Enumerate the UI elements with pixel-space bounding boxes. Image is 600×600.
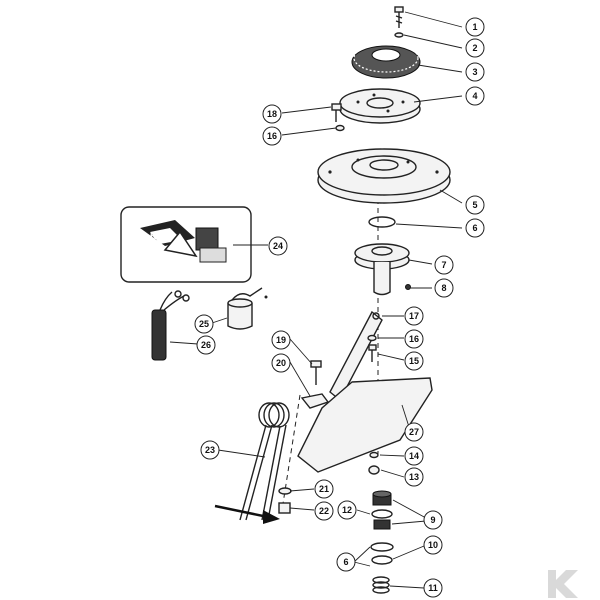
callout-12: 12 <box>337 500 357 520</box>
callout-25-label: 25 <box>199 319 209 329</box>
part-19-bolt <box>310 360 322 385</box>
callout-8: 8 <box>434 278 454 298</box>
part-18-bolt <box>331 103 342 122</box>
callout-17: 17 <box>404 306 424 326</box>
part-9-bearing-lower <box>373 519 391 530</box>
callout-18-label: 18 <box>267 109 277 119</box>
part-1-bolt <box>394 6 404 28</box>
callout-19-label: 19 <box>276 335 286 345</box>
part-10-seal <box>371 555 393 565</box>
callout-24: 24 <box>268 236 288 256</box>
part-8-pin <box>405 284 411 290</box>
callout-14: 14 <box>404 446 424 466</box>
part-16-washer-upper <box>335 124 345 132</box>
part-6-seal-lower <box>370 542 394 552</box>
callout-22-label: 22 <box>319 506 329 516</box>
part-11-spring <box>372 576 390 594</box>
callout-16-upper: 16 <box>262 126 282 146</box>
callout-11-label: 11 <box>428 583 438 593</box>
callout-6-lower-label: 6 <box>343 557 348 567</box>
callout-20-label: 20 <box>276 358 286 368</box>
direction-arrow <box>214 504 280 524</box>
callout-10-label: 10 <box>428 540 438 550</box>
callout-23: 23 <box>200 440 220 460</box>
callout-21-label: 21 <box>319 484 329 494</box>
part-4-flange <box>339 88 421 124</box>
callout-22: 22 <box>314 501 334 521</box>
callout-6-lower: 6 <box>336 552 356 572</box>
part-22-bushing <box>278 502 291 514</box>
part-7-hub <box>354 243 410 296</box>
callout-7: 7 <box>434 255 454 275</box>
callout-2-label: 2 <box>472 43 477 53</box>
callout-6: 6 <box>465 218 485 238</box>
callout-5: 5 <box>465 195 485 215</box>
callout-20: 20 <box>271 353 291 373</box>
callout-11: 11 <box>423 578 443 598</box>
leader-lines <box>169 11 463 589</box>
callout-16-lower: 16 <box>404 329 424 349</box>
callout-1: 1 <box>465 17 485 37</box>
callout-26-label: 26 <box>201 340 211 350</box>
callout-3: 3 <box>465 62 485 82</box>
brand-watermark-logo <box>548 570 578 598</box>
callout-12-label: 12 <box>342 505 352 515</box>
callout-2: 2 <box>465 38 485 58</box>
callout-23-label: 23 <box>205 445 215 455</box>
callout-8-label: 8 <box>441 283 446 293</box>
callout-10: 10 <box>423 535 443 555</box>
callout-6-label: 6 <box>472 223 477 233</box>
callout-17-label: 17 <box>409 311 419 321</box>
callout-19: 19 <box>271 330 291 350</box>
callout-14-label: 14 <box>409 451 419 461</box>
callout-27: 27 <box>404 422 424 442</box>
part-12-washer <box>371 509 393 519</box>
callout-4: 4 <box>465 86 485 106</box>
part-6-seal-upper <box>368 216 396 228</box>
callout-3-label: 3 <box>472 67 477 77</box>
part-26-tube <box>151 290 190 361</box>
callout-26: 26 <box>196 335 216 355</box>
part-24-decal-box: Kill <box>120 206 252 283</box>
part-3-bevel-gear <box>351 43 421 79</box>
part-20-clip <box>300 393 330 409</box>
callout-5-label: 5 <box>472 200 477 210</box>
callout-9: 9 <box>423 510 443 530</box>
part-2-washer <box>394 32 404 38</box>
callout-13: 13 <box>404 467 424 487</box>
callout-1-label: 1 <box>472 22 477 32</box>
callout-24-label: 24 <box>273 241 283 251</box>
callout-16-upper-label: 16 <box>267 131 277 141</box>
callout-21: 21 <box>314 479 334 499</box>
assembly-axis-lower <box>281 394 301 511</box>
part-9-bearing-upper <box>372 490 392 506</box>
callout-16-lower-label: 16 <box>409 334 419 344</box>
part-25-grease-pot <box>227 287 268 330</box>
callout-13-label: 13 <box>409 472 419 482</box>
part-14-washer <box>369 451 379 459</box>
callout-7-label: 7 <box>441 260 446 270</box>
part-21-washer <box>278 487 292 495</box>
part-15-bolt <box>368 344 377 362</box>
callout-18: 18 <box>262 104 282 124</box>
part-16-washer-lower <box>367 334 377 342</box>
callout-25: 25 <box>194 314 214 334</box>
part-23-tine <box>239 402 290 521</box>
callout-4-label: 4 <box>472 91 477 101</box>
callout-15: 15 <box>404 351 424 371</box>
decal-text: Kill <box>150 231 164 241</box>
callout-9-label: 9 <box>430 515 435 525</box>
callout-27-label: 27 <box>409 427 419 437</box>
callout-15-label: 15 <box>409 356 419 366</box>
part-27-guard <box>297 377 433 473</box>
part-13-nut <box>368 465 380 475</box>
part-5-disc <box>317 148 451 204</box>
